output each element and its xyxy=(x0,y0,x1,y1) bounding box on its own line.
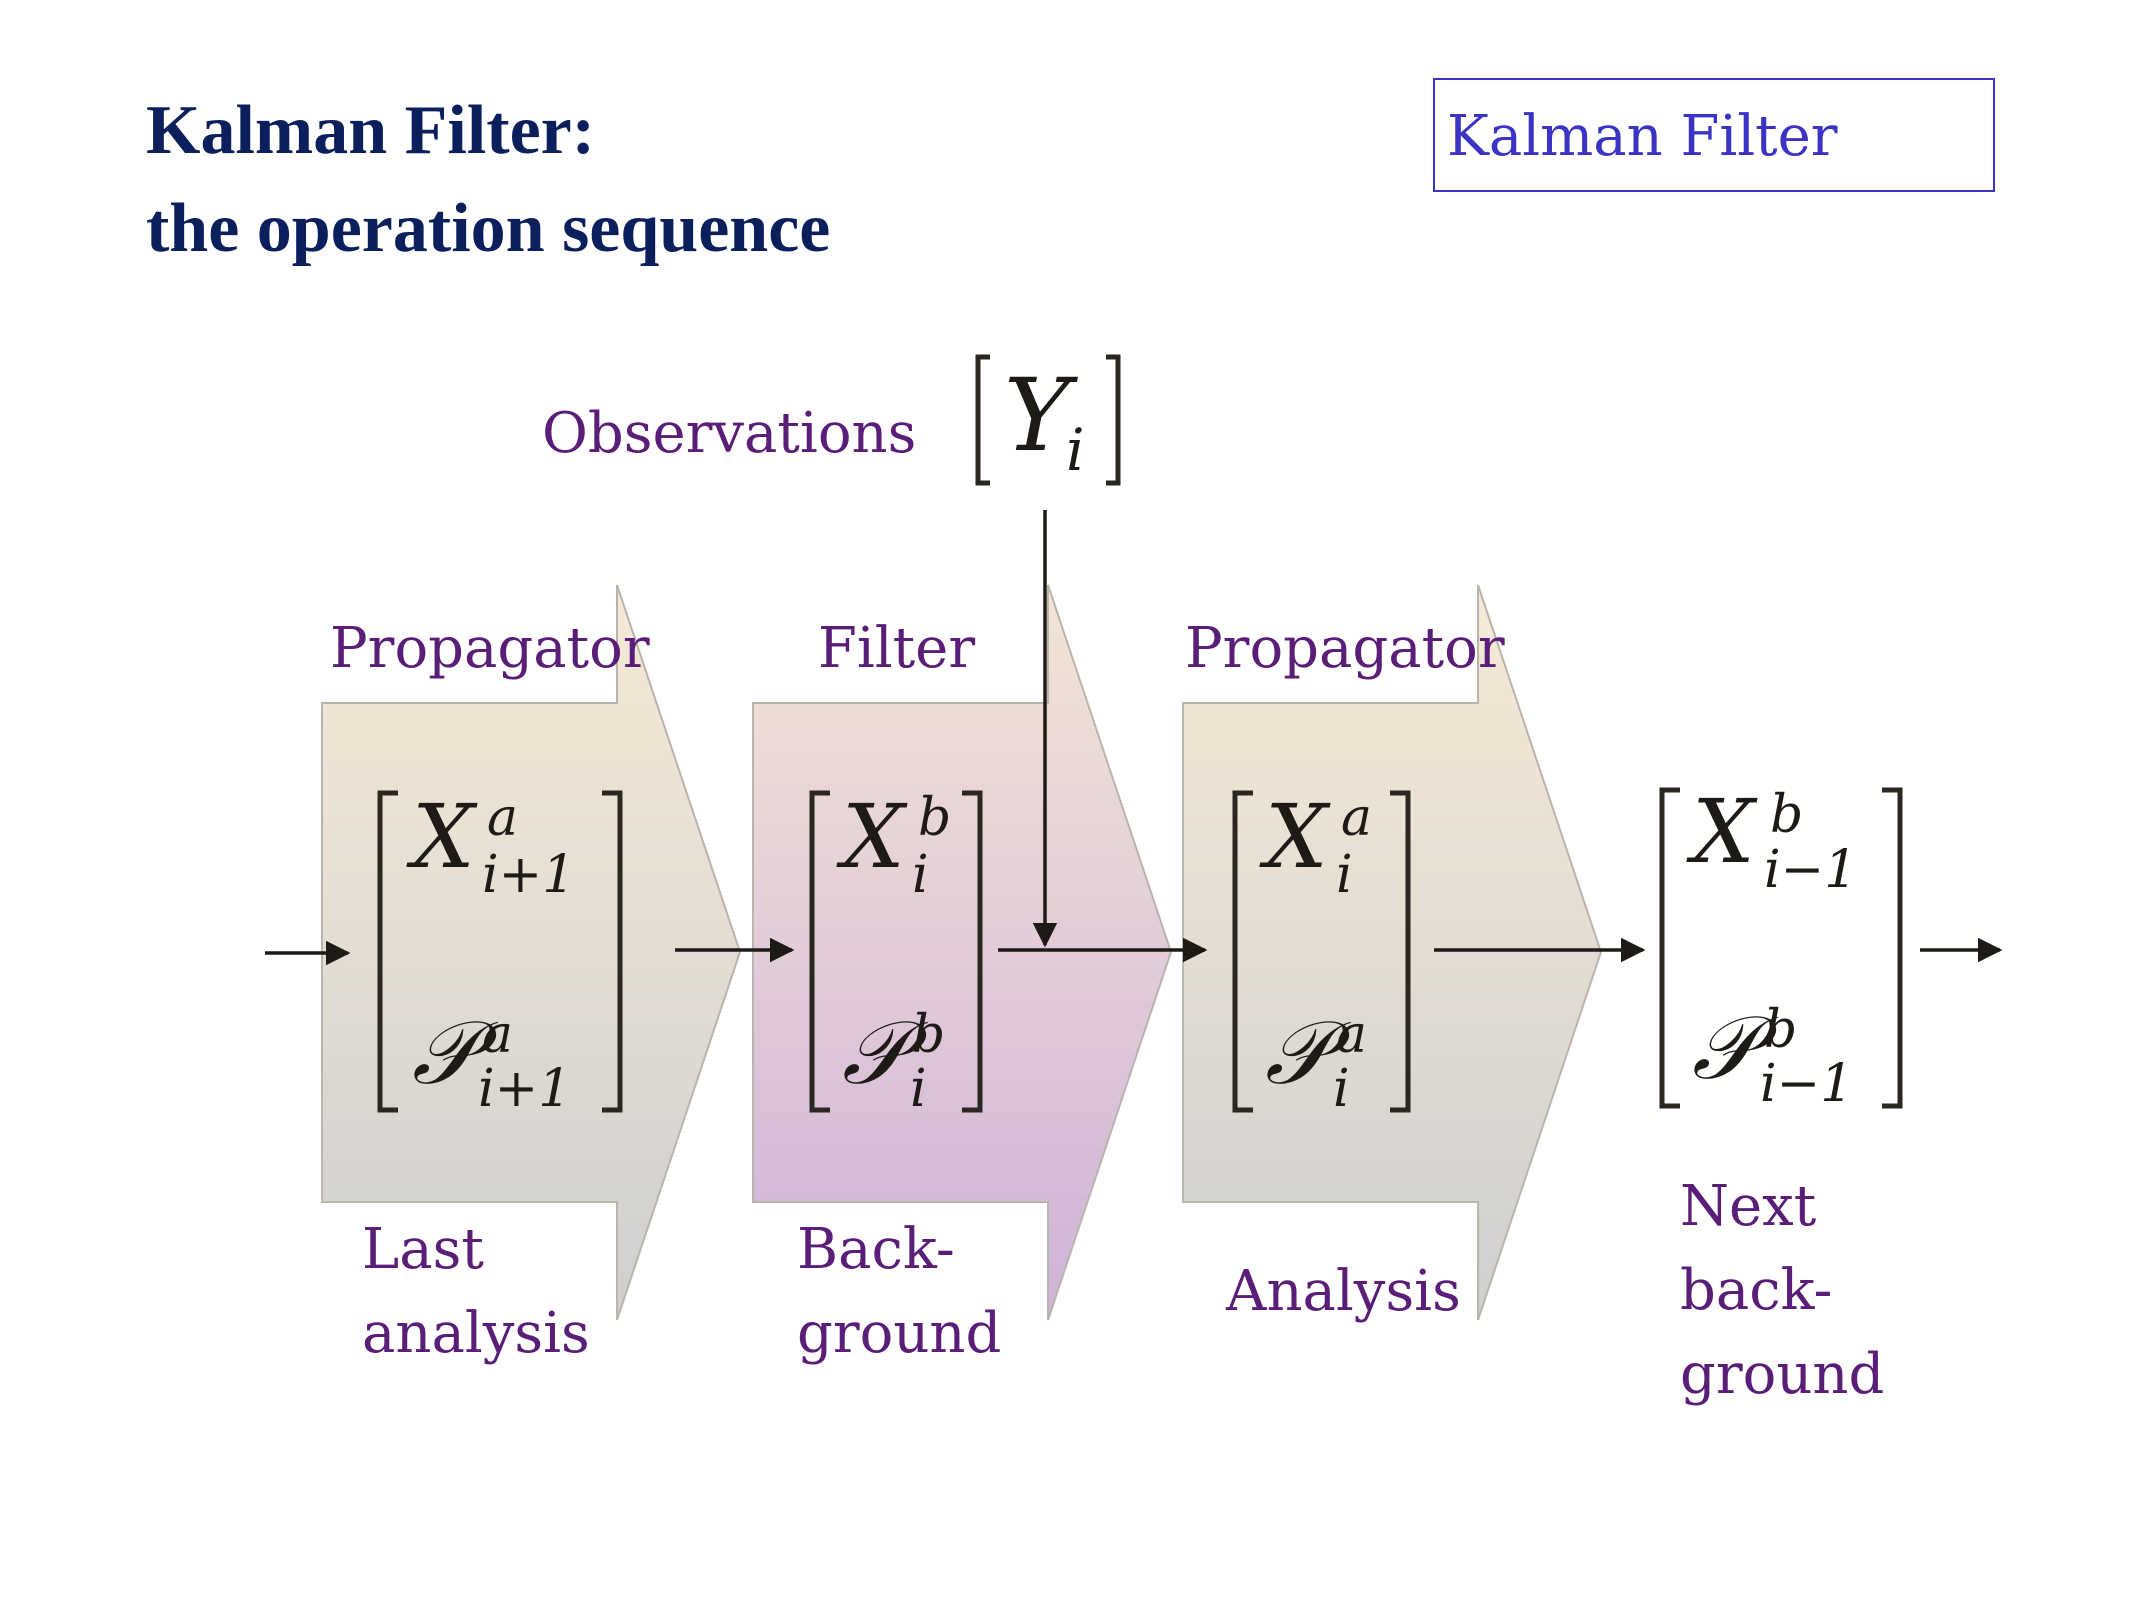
state-x-sub: i+1 xyxy=(482,845,575,905)
covariance-p-sup: b xyxy=(912,1005,945,1065)
state-x: X xyxy=(1259,785,1331,888)
caption-line-1: Next xyxy=(1680,1174,1817,1239)
observations-bracket-left xyxy=(975,354,990,486)
caption-line-2: ground xyxy=(797,1301,1001,1366)
state-x-sup: b xyxy=(1770,785,1803,845)
bracket-right xyxy=(602,790,623,1113)
state-x-sub: i xyxy=(1336,845,1353,905)
bracket-left xyxy=(1659,787,1680,1109)
stage-label-filter: Filter xyxy=(818,616,975,681)
stage-label-propagator-1: Propagator xyxy=(330,616,650,681)
bracket-left xyxy=(1232,790,1253,1113)
covariance-p-sup: b xyxy=(1764,1000,1797,1060)
observations-bracket-right xyxy=(1106,354,1121,486)
bracket-right xyxy=(962,790,983,1113)
covariance-p-sup: a xyxy=(482,1005,513,1065)
propagator-chevron-1 xyxy=(321,584,742,1321)
state-x: X xyxy=(406,785,478,888)
bracket-right xyxy=(1390,790,1411,1113)
caption-line-2: back- xyxy=(1680,1258,1832,1323)
covariance-p-sub: i+1 xyxy=(478,1059,571,1119)
state-x: X xyxy=(1686,780,1758,883)
covariance-p-sup: a xyxy=(1336,1005,1367,1065)
state-x-sub: i−1 xyxy=(1764,840,1857,900)
observations-symbol: Y xyxy=(1004,357,1078,474)
state-last-analysis: X a i+1 𝒫 a i+1 Last analysis xyxy=(362,785,623,1366)
stage-label-propagator-2: Propagator xyxy=(1185,616,1505,681)
covariance-p-sub: i xyxy=(1333,1059,1350,1119)
state-x: X xyxy=(836,785,908,888)
observations-label: Observations xyxy=(542,401,916,466)
caption-line-2: analysis xyxy=(362,1301,590,1366)
state-analysis: X a i 𝒫 a i Analysis xyxy=(1225,785,1461,1324)
caption-line-1: Analysis xyxy=(1225,1259,1461,1324)
covariance-p-sub: i xyxy=(910,1059,927,1119)
state-x-sup: a xyxy=(487,788,518,848)
state-background: X b i 𝒫 b i Back- ground xyxy=(797,785,1001,1366)
state-x-sup: a xyxy=(1341,788,1372,848)
bracket-left xyxy=(377,790,398,1113)
bracket-right xyxy=(1882,787,1903,1109)
propagator-chevron-2 xyxy=(1182,584,1603,1321)
caption-line-1: Back- xyxy=(797,1217,955,1282)
bracket-left xyxy=(809,790,830,1113)
section-label-box: Kalman Filter xyxy=(1433,78,1995,192)
state-next-background: X b i−1 𝒫 b i−1 Next back- ground xyxy=(1659,780,1903,1407)
caption-line-1: Last xyxy=(362,1217,484,1282)
covariance-p-sub: i−1 xyxy=(1760,1054,1853,1114)
title-line-1: Kalman Filter: xyxy=(146,92,596,169)
slide-title: Kalman Filter: the operation sequence xyxy=(146,82,830,278)
state-x-sub: i xyxy=(912,845,929,905)
title-line-2: the operation sequence xyxy=(146,190,831,267)
state-x-sup: b xyxy=(918,788,951,848)
observations-subscript: i xyxy=(1066,416,1085,484)
filter-chevron xyxy=(752,584,1173,1321)
caption-line-3: ground xyxy=(1680,1342,1884,1407)
